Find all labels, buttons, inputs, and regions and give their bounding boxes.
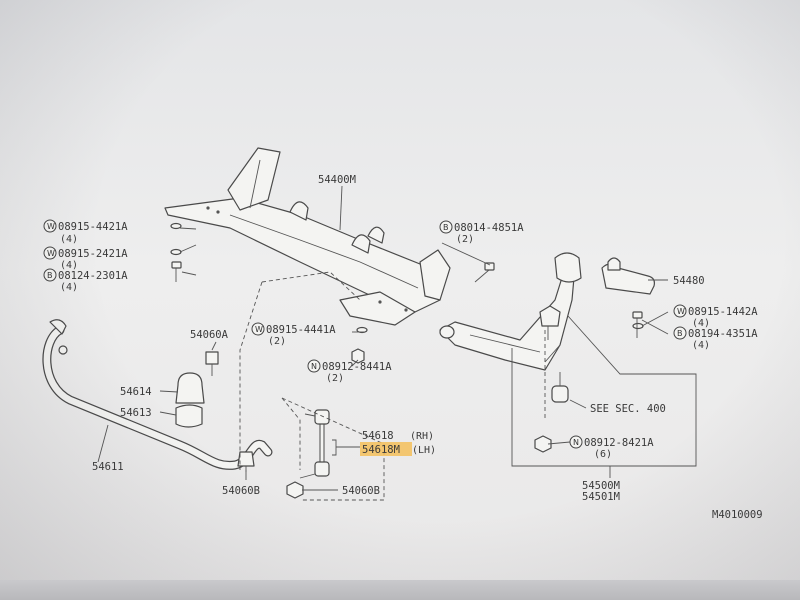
nut-54060b-b — [286, 481, 304, 499]
label-54618-rh-side: (RH) — [410, 431, 434, 442]
ball-joint — [534, 305, 569, 453]
label-54500m: 54500M — [582, 480, 620, 492]
label-n1-qty: (2) — [326, 373, 344, 384]
nut-marker — [569, 435, 583, 449]
label-w1: 08915-4421A — [58, 221, 128, 233]
bolt-b2 — [474, 262, 495, 283]
label-w4-prefix: W — [255, 325, 263, 334]
label-see-sec: SEE SEC. 400 — [590, 403, 666, 415]
washer-w3 — [632, 322, 644, 330]
label-n2-prefix: N — [573, 438, 579, 447]
label-54614: 54614 — [120, 386, 152, 398]
bolt-marker — [439, 220, 453, 234]
label-54060b-1: 54060B — [222, 485, 260, 497]
washer-marker — [673, 304, 687, 318]
washer-w4 — [356, 326, 368, 334]
washer-marker — [43, 246, 57, 260]
label-54400m: 54400M — [318, 174, 356, 186]
highlight-54618m — [360, 442, 412, 456]
label-w4-qty: (2) — [268, 336, 286, 347]
label-54480: 54480 — [673, 275, 705, 287]
label-w2: 08915-2421A — [58, 248, 128, 260]
label-n2-qty: (6) — [594, 449, 612, 460]
label-b1-prefix: B — [47, 271, 53, 280]
label-w3-qty: (4) — [692, 318, 710, 329]
stabilizer-link-54618 — [299, 409, 330, 479]
label-b2-prefix: B — [443, 223, 449, 232]
label-w3: 08915-1442A — [688, 306, 758, 318]
label-w4: 08915-4441A — [266, 324, 336, 336]
label-w3-prefix: W — [677, 307, 685, 316]
label-w1-prefix: W — [47, 222, 55, 231]
bolt-54060a — [205, 351, 219, 376]
label-b2-qty: (2) — [456, 234, 474, 245]
bushing-54613 — [175, 404, 203, 428]
label-b3-prefix: B — [677, 329, 683, 338]
stabilizer-bar-54611 — [42, 319, 273, 470]
label-w2-prefix: W — [47, 249, 55, 258]
label-54060b-2: 54060B — [342, 485, 380, 497]
label-b2: 08014-4851A — [454, 222, 524, 234]
label-w2-qty: (4) — [60, 260, 78, 271]
label-b3-qty: (4) — [692, 340, 710, 351]
label-54501m: 54501M — [582, 491, 620, 503]
label-54618m-lh-side: (LH) — [412, 445, 436, 456]
crossmember-54400m — [164, 147, 451, 326]
bolt-marker — [673, 326, 687, 340]
washer-marker — [251, 322, 265, 336]
labels: 54400M W 08915-4421A (4) W 08915-2421A (… — [43, 174, 763, 521]
label-n1: 08912-8441A — [322, 361, 392, 373]
label-n1-prefix: N — [311, 362, 317, 371]
label-b1-qty: (4) — [60, 282, 78, 293]
label-54618m-lh: 54618M — [362, 444, 400, 456]
label-54060a: 54060A — [190, 329, 229, 341]
bolt-b3 — [632, 311, 643, 338]
diagram-ref-code: M4010009 — [712, 509, 763, 521]
label-b1: 08124-2301A — [58, 270, 128, 282]
label-b3: 08194-4351A — [688, 328, 758, 340]
bushing-54614 — [175, 372, 205, 404]
label-54618-rh: 54618 — [362, 430, 394, 442]
lower-arm-54500m — [439, 252, 582, 371]
monitor-bezel — [0, 580, 800, 600]
leader-lines — [97, 185, 697, 501]
label-w1-qty: (4) — [60, 234, 78, 245]
label-54613: 54613 — [120, 407, 152, 419]
bolt-b1 — [171, 261, 182, 282]
washer-w1 — [170, 222, 182, 230]
label-n2: 08912-8421A — [584, 437, 654, 449]
washer-marker — [43, 219, 57, 233]
nut-n1 — [351, 348, 365, 364]
bracket-54480 — [601, 257, 655, 295]
nut-marker — [307, 359, 321, 373]
bolt-marker — [43, 268, 57, 282]
nut-54060b-a — [237, 451, 255, 472]
label-54611: 54611 — [92, 461, 124, 473]
washer-w2 — [170, 248, 182, 256]
